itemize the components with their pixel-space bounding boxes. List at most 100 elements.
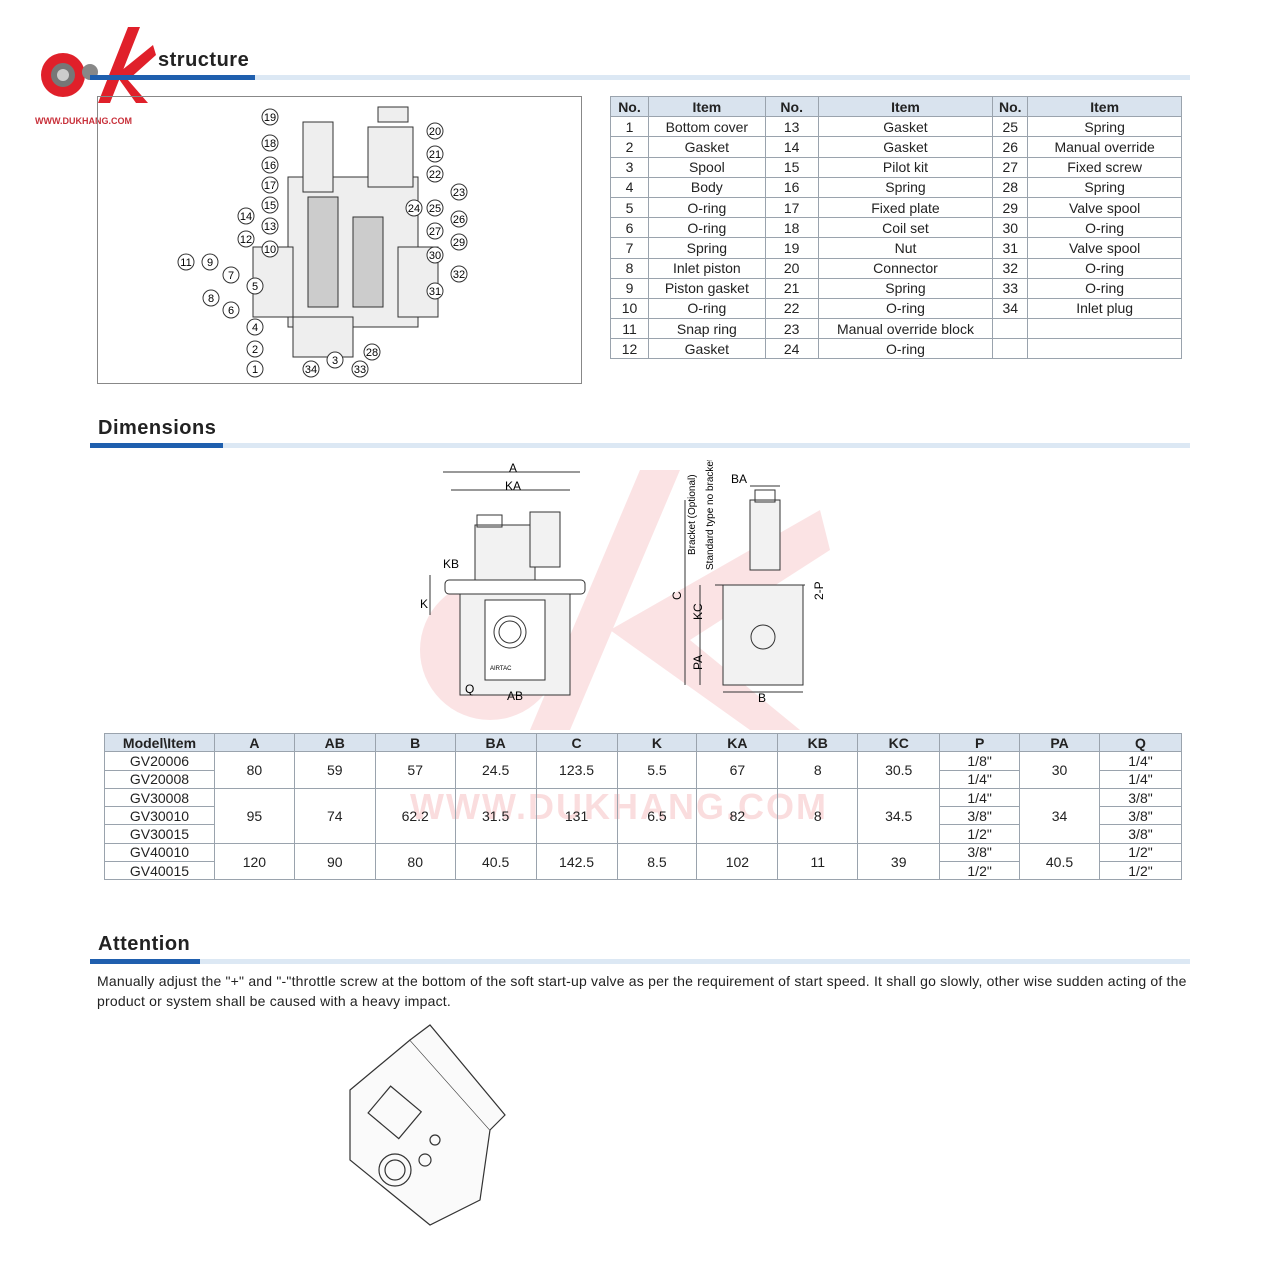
dim-label-kc: KC (691, 603, 705, 620)
callout-number: 1 (252, 364, 258, 376)
parts-cell: Connector (817, 257, 994, 279)
dim-label-2p: 2-P (812, 581, 826, 600)
dim-cell-q: 3/8" (1098, 806, 1183, 826)
parts-cell: 24 (764, 338, 819, 360)
callout-number: 5 (252, 281, 258, 293)
parts-cell: 28 (992, 176, 1029, 198)
callout-circle (261, 134, 279, 152)
parts-cell (1027, 338, 1182, 360)
callout-circle (261, 176, 279, 194)
dim-cell-q: 3/8" (1098, 787, 1183, 808)
parts-cell: O-ring (1027, 277, 1182, 299)
dim-cell-kb: 11 (777, 842, 859, 881)
parts-cell: 14 (764, 136, 819, 158)
dim-cell-q: 3/8" (1098, 824, 1183, 844)
parts-cell: 25 (992, 116, 1029, 138)
parts-cell: Valve spool (1027, 237, 1182, 259)
dim-label-a: A (509, 461, 517, 475)
callout-number: 9 (207, 257, 213, 269)
parts-cell: 6 (610, 217, 649, 239)
dim-cell-p: 3/8" (939, 806, 1021, 826)
dim-cell-ab: 59 (293, 751, 376, 789)
callout-number: 26 (453, 214, 465, 226)
dim-cell-c: 131 (535, 787, 618, 844)
airtac-label: AIRTAC (490, 666, 512, 672)
dim-cell-ka: 67 (696, 751, 779, 789)
parts-cell: 3 (610, 156, 649, 178)
dim-cell-ka: 102 (696, 842, 779, 881)
callout-circle (261, 240, 279, 258)
parts-cell: 16 (764, 176, 819, 198)
parts-cell: 21 (764, 277, 819, 299)
dim-cell-ab: 74 (293, 787, 376, 844)
section-bar (90, 959, 1190, 964)
callout-number: 14 (240, 211, 252, 223)
model-cell: GV20006 (104, 751, 215, 771)
parts-cell: Valve spool (1027, 196, 1182, 219)
dim-cell-q: 1/4" (1098, 751, 1183, 771)
parts-cell: 33 (992, 277, 1029, 299)
callout-circle (261, 156, 279, 174)
parts-cell: Nut (817, 237, 994, 259)
dims-header: A (213, 732, 295, 753)
dims-header: Model\Item (104, 732, 215, 753)
parts-cell: Coil set (817, 217, 994, 239)
parts-cell: Piston gasket (647, 277, 766, 299)
callout-circle (177, 253, 195, 271)
parts-cell: 18 (764, 217, 819, 239)
callout-number: 24 (408, 203, 420, 215)
callout-circle (302, 360, 320, 378)
callout-circle (426, 122, 444, 140)
dim-cell-c: 142.5 (535, 842, 618, 881)
parts-cell: O-ring (647, 217, 766, 239)
bracket-label: Bracket (Optional) (687, 474, 698, 555)
dims-header: C (535, 732, 618, 753)
dim-cell-p: 1/4" (939, 769, 1021, 789)
dim-cell-kb: 8 (777, 751, 859, 789)
dim-cell-ab: 90 (293, 842, 376, 881)
model-cell: GV30015 (104, 824, 215, 844)
dim-cell-b: 57 (374, 751, 456, 789)
model-cell: GV20008 (104, 769, 215, 789)
parts-cell: 30 (992, 217, 1029, 239)
dims-header: KC (857, 732, 941, 753)
dim-cell-ba: 40.5 (454, 842, 537, 881)
parts-cell: 29 (992, 196, 1029, 219)
section-title-structure: structure (158, 49, 250, 71)
callout-number: 29 (453, 237, 465, 249)
section-bar (90, 443, 1190, 448)
callout-number: 33 (354, 364, 366, 376)
callout-number: 13 (264, 221, 276, 233)
parts-header: Item (817, 95, 994, 118)
parts-cell: Fixed plate (817, 196, 994, 219)
parts-cell: Spring (817, 277, 994, 299)
parts-header: Item (647, 95, 766, 118)
parts-header: No. (764, 95, 819, 118)
parts-cell: Gasket (817, 116, 994, 138)
dim-label-q: Q (465, 682, 474, 696)
parts-cell (1027, 318, 1182, 340)
model-cell: GV30008 (104, 787, 215, 808)
dim-cell-p: 1/4" (939, 787, 1021, 808)
model-cell: GV40010 (104, 842, 215, 863)
callout-number: 15 (264, 200, 276, 212)
dims-header: P (939, 732, 1021, 753)
parts-cell: 1 (610, 116, 649, 138)
dims-header: KA (696, 732, 779, 753)
callout-number: 28 (366, 347, 378, 359)
callout-number: 19 (264, 112, 276, 124)
dim-cell-ba: 24.5 (454, 751, 537, 789)
callout-number: 10 (264, 244, 276, 256)
callout-circle (426, 145, 444, 163)
callout-number: 11 (180, 257, 191, 269)
dim-cell-kb: 8 (777, 787, 859, 844)
callout-circle (426, 282, 444, 300)
